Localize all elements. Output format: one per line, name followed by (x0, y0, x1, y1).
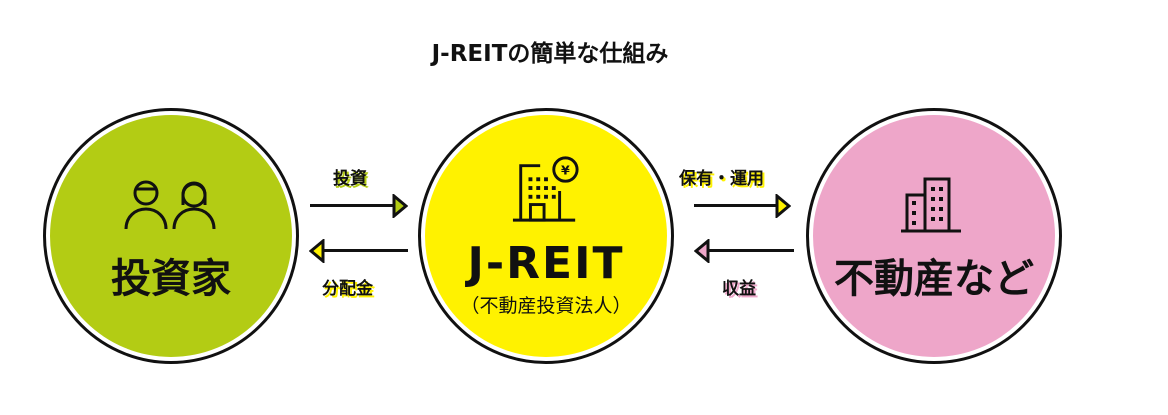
real-estate-node: 不動産など (806, 108, 1062, 364)
buildings-icon (901, 177, 961, 233)
svg-text:¥: ¥ (561, 162, 570, 177)
building-yen-icon: ¥ (512, 156, 579, 222)
arrowhead-left-icon (309, 239, 325, 263)
arrowhead-left-icon (694, 239, 710, 263)
invest-label: 投資 (333, 169, 367, 189)
people-icon (124, 180, 216, 230)
investor-node: 投資家 (43, 108, 299, 364)
diagram-title: J-REITの簡単な仕組み (431, 41, 669, 67)
dividend-label: 分配金 (322, 279, 373, 299)
node-label: 不動産など (834, 256, 1034, 302)
arrowhead-right-icon (392, 194, 408, 218)
hold-label: 保有・運用 (679, 169, 764, 189)
hold-arrow (694, 204, 780, 207)
node-label: 投資家 (111, 256, 231, 302)
invest-arrow (310, 204, 398, 207)
income-arrow (706, 249, 794, 252)
jreit-node: ¥ J-REIT （不動産投資法人） (418, 108, 674, 364)
income-label: 収益 (722, 279, 756, 299)
dividend-arrow (320, 249, 408, 252)
arrowhead-right-icon (775, 194, 791, 218)
node-label: J-REIT (467, 238, 625, 289)
node-sublabel: （不動産投資法人） (460, 295, 632, 317)
